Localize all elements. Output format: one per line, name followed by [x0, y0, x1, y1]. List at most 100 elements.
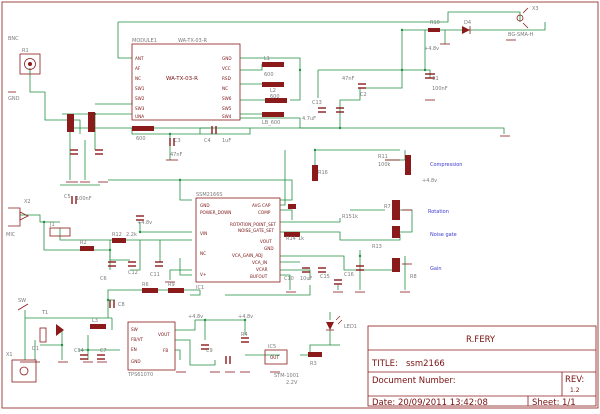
ic1-pin: ROTATION_POINT_SET [230, 222, 276, 227]
t1-label: T1 [41, 310, 48, 316]
r11-value: 100k [378, 162, 391, 168]
c1-value: 100nF [432, 86, 448, 92]
c11-label: C11 [150, 272, 160, 278]
ic4-pin: EN [131, 347, 137, 352]
r14-label: R14 [286, 236, 296, 242]
vdd-flag: +4.8v [238, 314, 253, 320]
c2-value: 47nF [342, 76, 355, 82]
ic1-value: SSM2166S [196, 192, 223, 198]
d4-diode: D4 R10 [428, 20, 471, 34]
ic1-pin: V+ [200, 272, 207, 277]
ic1-pin: VCA_GAIN_ADJ [232, 253, 263, 258]
passive-bodies [67, 62, 411, 357]
note-rotation: Rotation [428, 209, 449, 215]
module-pin: AF [135, 66, 141, 71]
x2-audio-jack: X2 MIC [6, 199, 31, 238]
component-labels: C1 100nF C2 47nF C3 47nF C4 1uF C5 100nF… [8, 36, 448, 367]
c5-label: C5 [64, 194, 71, 200]
mic-label: MIC [6, 232, 16, 238]
ic4-tps61070: SW FB/VT EN GND VOUT FB TPS61070 [127, 321, 176, 378]
rev-label: REV: [565, 375, 584, 385]
l3-label: L3 [92, 318, 98, 324]
module-pin: NC [135, 76, 141, 81]
led-indicator: LED1 [326, 315, 357, 331]
vdd-flag: +4.8v [424, 46, 439, 52]
l2-label: L2 [270, 88, 276, 94]
vdd-flag: +4.8v [137, 220, 152, 226]
d1-label: D1 [32, 346, 39, 352]
ic1-pin: GND [264, 246, 274, 251]
module-pin: SW3 [135, 106, 145, 111]
ic1-ref: IC1 [196, 285, 204, 291]
ic1-pin: AVG CAP [252, 203, 271, 208]
r16-label: R16 [318, 170, 328, 176]
c9-label: C9 [206, 348, 213, 354]
ic1-pin: VOUT [260, 239, 272, 244]
c4-label: C4 [204, 138, 211, 144]
c8-label: C8 [118, 302, 125, 308]
date-label: Date: [372, 398, 395, 408]
ic4-pin: SW [131, 327, 138, 332]
ic1-pin: VIN [200, 231, 207, 236]
sheet-label: Sheet: [532, 398, 559, 408]
r1-label: R1 [22, 48, 29, 54]
module-pin: UNA [135, 114, 144, 119]
author-name: R.FERY [466, 335, 496, 345]
ic1-pin: BUFOUT [250, 274, 268, 279]
date-value: 20/09/2011 13:42:08 [398, 398, 488, 408]
module-pin: GND [222, 56, 232, 61]
ic1-pin: VCAR [256, 267, 268, 272]
l3-value: LB_600 [262, 120, 280, 126]
r7-label: R7 [384, 204, 391, 210]
note-gain: Gain [430, 266, 442, 272]
potentiometers [385, 159, 412, 265]
r15-value: 1k [352, 214, 358, 220]
vdd-flag: +4.8v [188, 314, 203, 320]
sw-label: SW [18, 298, 26, 304]
c4-value: 1uF [222, 138, 231, 144]
bead-value: 600 [136, 136, 146, 142]
switch: SW D1 T1 [17, 298, 64, 352]
module-pin: SW4 [222, 114, 232, 119]
sheet-value: 1/1 [562, 398, 576, 408]
l1-label: L1 [264, 56, 270, 62]
d4-label: D4 [464, 20, 471, 26]
r13-label: R13 [372, 244, 382, 250]
module-pin: ANT [135, 56, 144, 61]
led-label: LED1 [344, 324, 357, 330]
bg-sma-label: BG-SMA-H [508, 32, 534, 38]
ic1-pin: NOISE_GATE_SET [238, 228, 274, 233]
bnc-label: BNC [8, 36, 19, 42]
c13-label: C13 [312, 100, 322, 106]
ic1-pin: COMP [258, 210, 271, 215]
r2-label: R2 [80, 240, 87, 246]
r12-value: 2.2k [126, 232, 137, 238]
x1-power-connector: X1 [6, 352, 37, 383]
module-pin: SW6 [222, 96, 232, 101]
module-1: MODULE1 WA-TX-03-R WA-TX-03-R ANT AF NC … [131, 38, 241, 121]
c16-label: C16 [344, 272, 354, 278]
c12-label: C12 [128, 270, 138, 276]
c6-label: C6 [100, 276, 107, 282]
module-value: WA-TX-03-R [178, 38, 208, 44]
capacitors [70, 73, 435, 364]
r9-label: R9 [168, 282, 175, 288]
c10-value: 10uF [300, 276, 313, 282]
module-pin: VCC [222, 66, 231, 71]
adjustment-notes: Compression Rotation Noise gate Gain [428, 162, 462, 272]
ic1-pin: GND [200, 203, 210, 208]
l2-value: 600 [270, 94, 280, 100]
r6-label: R6 [142, 282, 149, 288]
gnd-label: GND [8, 96, 20, 102]
r4-label: R4 [241, 332, 248, 338]
r15-label: R15 [342, 214, 352, 220]
c2-label: C2 [360, 92, 367, 98]
r3-label: R3 [310, 361, 317, 367]
x3-label: X3 [532, 6, 539, 12]
ic5-value: STM-1001 [274, 373, 299, 379]
note-compression: Compression [430, 162, 462, 168]
ic4-pin: FB/VT [131, 337, 144, 342]
ic5-pin: OUT [270, 355, 279, 360]
